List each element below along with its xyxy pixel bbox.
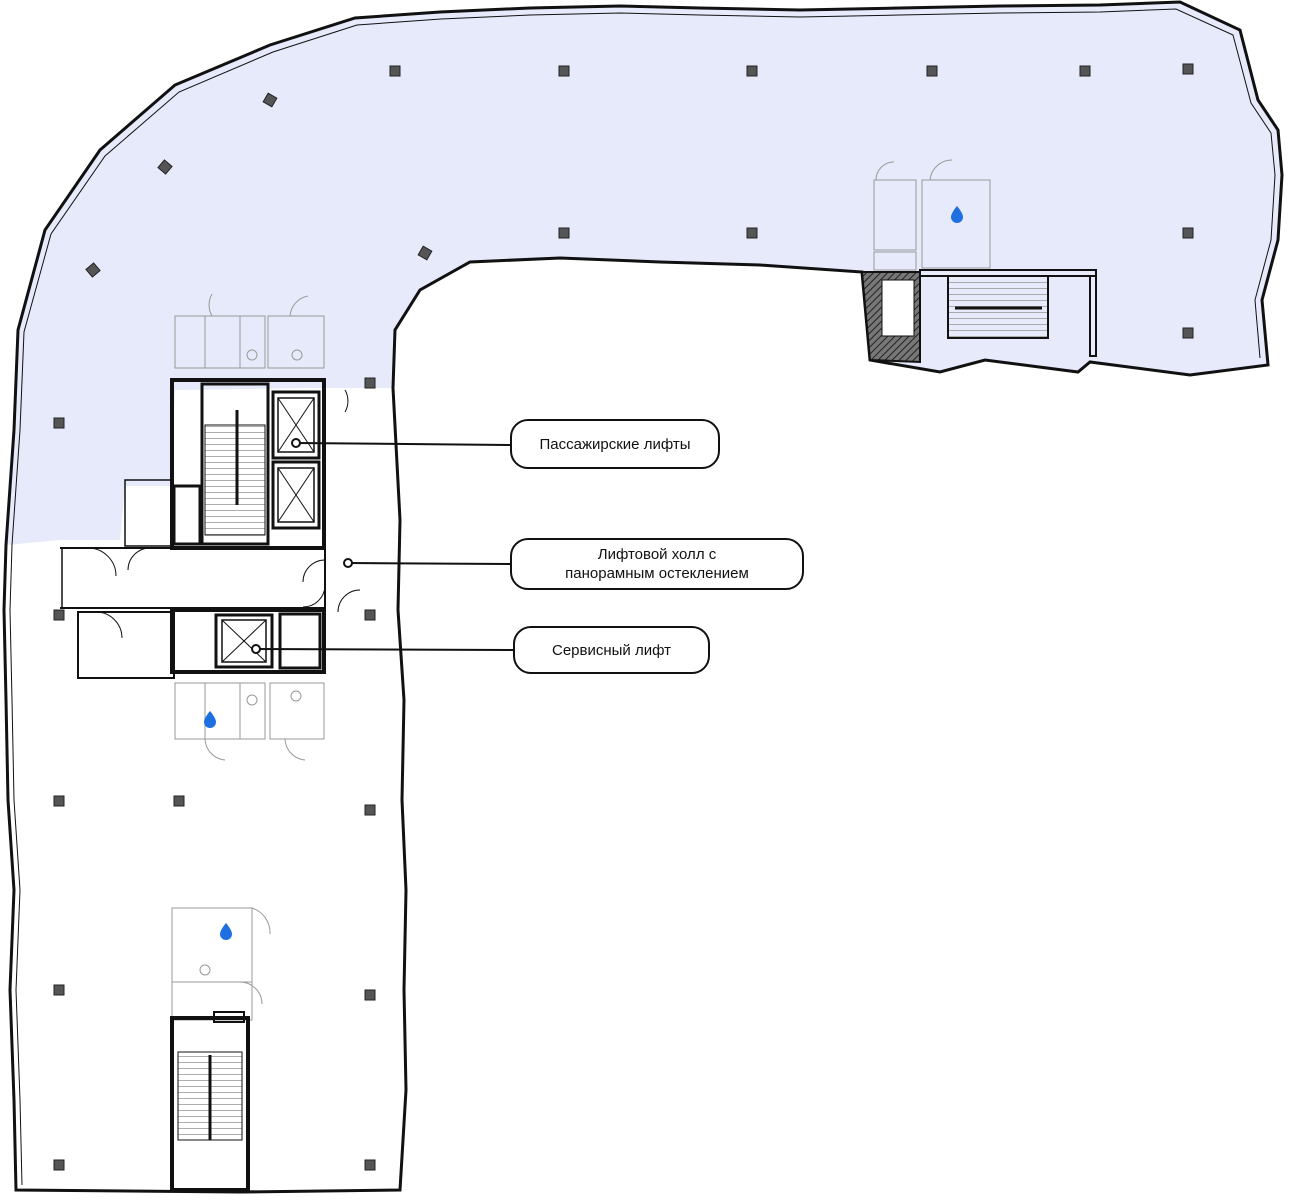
- facade-inner-line: [9, 8, 1276, 1186]
- callout-lift-hall: Лифтовой холл с панорамным остеклением: [510, 538, 804, 590]
- callout-lift-hall-label: Лифтовой холл с панорамным остеклением: [565, 546, 749, 582]
- right-core: [860, 159, 1097, 364]
- lower-core: [170, 907, 271, 1192]
- callout-passenger-lifts-label: Пассажирские лифты: [539, 435, 691, 453]
- central-core: [60, 378, 361, 679]
- water-drop-icon: [951, 206, 963, 223]
- callout-passenger-lifts: Пассажирские лифты: [510, 419, 720, 469]
- water-drop-icon: [220, 923, 232, 940]
- callout-service-lift: Сервисный лифт: [513, 626, 710, 674]
- upper-wc-block: [174, 293, 325, 369]
- highlighted-zone: [6, 2, 1282, 545]
- leader-lines: [251, 438, 515, 654]
- water-drop-icon: [204, 711, 216, 728]
- columns: [53, 63, 1194, 1171]
- callout-service-lift-label: Сервисный лифт: [552, 641, 671, 659]
- lower-wc-block: [174, 682, 325, 761]
